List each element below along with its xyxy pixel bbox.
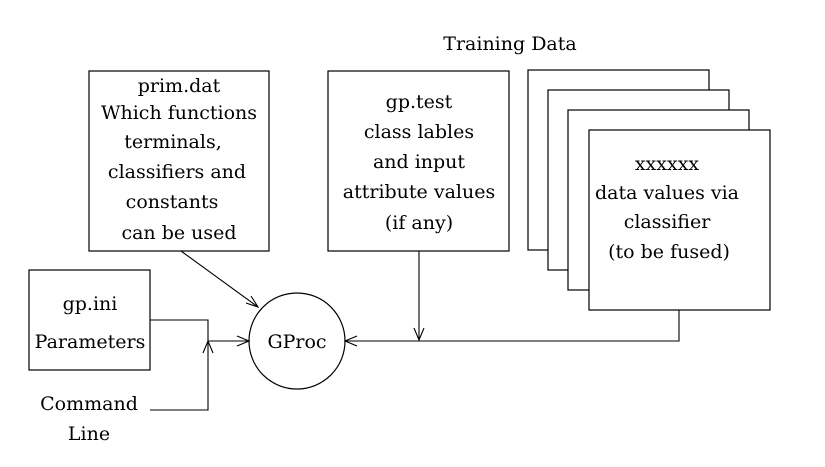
prim-dat-line: can be used xyxy=(121,222,236,244)
training-data-title: Training Data xyxy=(443,33,576,55)
command-line-label: Command Line xyxy=(40,393,138,445)
prim-dat-line: prim.dat xyxy=(138,75,221,97)
gp-test-line: and input xyxy=(373,151,465,173)
gp-ini-line: gp.ini xyxy=(63,293,118,315)
command-line-text: Line xyxy=(68,423,110,445)
prim-dat-line: constants xyxy=(126,191,219,213)
command-line-connector xyxy=(150,339,214,411)
prim-to-gproc-arrow xyxy=(180,250,260,309)
prim-dat-line: terminals, xyxy=(124,131,222,153)
training-data-stack: xxxxxx data values via classifier (to be… xyxy=(527,69,771,311)
gp-test-box: gp.test class lables and input attribute… xyxy=(327,70,510,252)
command-line-text: Command xyxy=(40,393,138,415)
data-page-line: classifier xyxy=(624,211,712,233)
gp-test-line: gp.test xyxy=(386,91,453,113)
gp-ini-line: Parameters xyxy=(35,331,146,353)
gp-test-line: attribute values xyxy=(343,181,495,203)
gp-test-line: class lables xyxy=(364,121,474,143)
data-page-line: data values via xyxy=(595,182,739,204)
gproc-node: GProc xyxy=(248,292,346,390)
data-to-gproc-connector xyxy=(343,310,680,347)
test-down-connector xyxy=(413,251,425,342)
prim-dat-line: classifiers and xyxy=(108,161,246,183)
gp-ini-box: gp.ini Parameters xyxy=(28,269,151,371)
data-page-line: (to be fused) xyxy=(608,241,730,263)
data-page-line: xxxxxx xyxy=(635,153,700,175)
data-page-front xyxy=(588,129,771,311)
prim-dat-line: Which functions xyxy=(101,102,257,124)
ini-to-gproc-connector xyxy=(150,319,251,347)
prim-dat-box: prim.dat Which functions terminals, clas… xyxy=(88,70,270,252)
gp-test-line: (if any) xyxy=(385,212,453,234)
gproc-label: GProc xyxy=(267,331,326,353)
